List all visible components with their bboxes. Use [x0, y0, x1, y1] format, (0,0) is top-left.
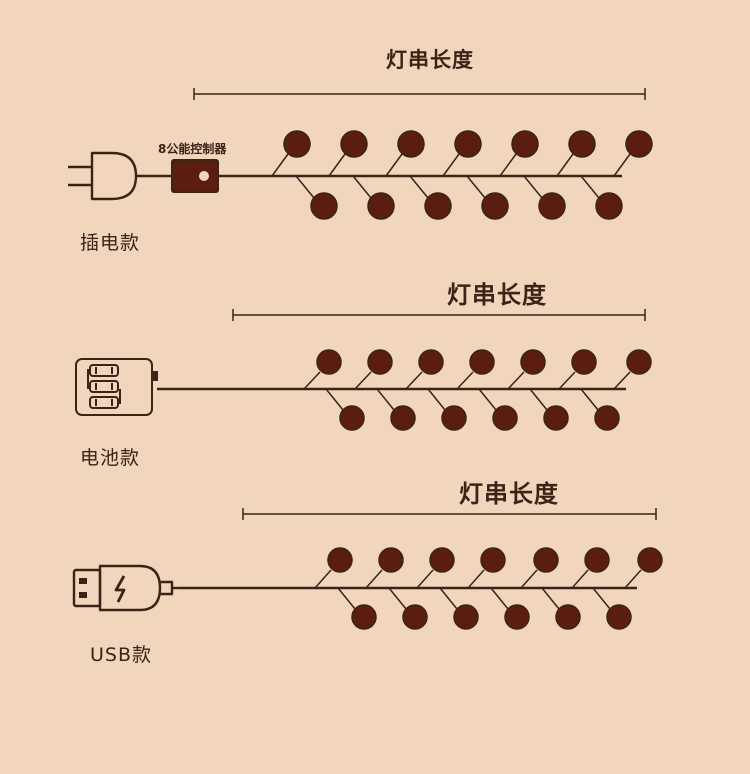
bulb [543, 405, 569, 431]
bulb [310, 192, 338, 220]
bulb [316, 349, 342, 375]
usb-plug-icon [72, 564, 180, 612]
section-3-length-title: 灯串长度 [459, 480, 559, 508]
bulb [441, 405, 467, 431]
bulb [367, 192, 395, 220]
bulb [533, 547, 559, 573]
section-1-length-bracket [193, 88, 646, 100]
bulb [594, 405, 620, 431]
bulb [481, 192, 509, 220]
section-1-length-title: 灯串长度 [386, 48, 474, 72]
bulb [378, 547, 404, 573]
bulb [480, 547, 506, 573]
bulb [606, 604, 632, 630]
bulb [327, 547, 353, 573]
plug-icon [68, 151, 172, 201]
bulb [637, 547, 663, 573]
bulb [418, 349, 444, 375]
bulb [402, 604, 428, 630]
battery-box-icon [75, 358, 158, 416]
bulb [571, 349, 597, 375]
bulb [538, 192, 566, 220]
bulb [469, 349, 495, 375]
section-2-bulbs [303, 349, 652, 431]
bulb [429, 547, 455, 573]
bulb [283, 130, 311, 158]
section-2-length-title: 灯串长度 [447, 281, 547, 309]
bulb [504, 604, 530, 630]
section-1-label: 插电款 [80, 232, 141, 254]
bulb [555, 604, 581, 630]
section-1-bulbs [271, 130, 653, 220]
bulb [424, 192, 452, 220]
bulb [568, 130, 596, 158]
bulb [626, 349, 652, 375]
bulb [511, 130, 539, 158]
bulb [367, 349, 393, 375]
bulb [453, 604, 479, 630]
section-1-controller-label: 8公能控制器 [158, 142, 227, 156]
bulb [584, 547, 610, 573]
bulb [492, 405, 518, 431]
section-2-length-bracket [232, 309, 646, 321]
bulb [454, 130, 482, 158]
section-3-length-bracket [242, 508, 657, 520]
section-3-bulbs [314, 547, 663, 630]
bulb [397, 130, 425, 158]
bulb [339, 405, 365, 431]
section-2-label: 电池款 [80, 447, 141, 469]
section-3-label: USB款 [90, 644, 153, 666]
bulb [625, 130, 653, 158]
controller-box-icon [171, 159, 219, 193]
bulb [390, 405, 416, 431]
bulb [520, 349, 546, 375]
bulb [340, 130, 368, 158]
bulb [351, 604, 377, 630]
bulb [595, 192, 623, 220]
